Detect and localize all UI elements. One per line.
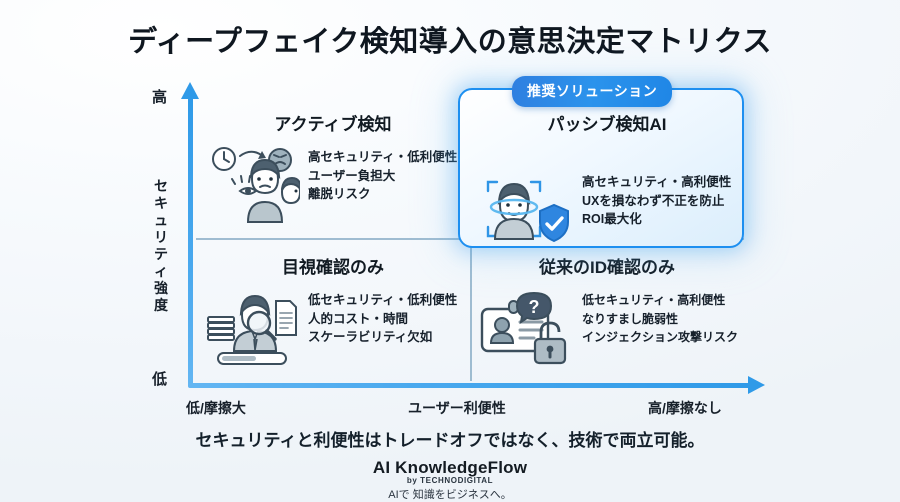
bullet-line: ユーザー負担大 — [308, 168, 396, 183]
x-axis-arrow-icon — [748, 376, 765, 394]
x-axis-line — [188, 383, 750, 388]
bullet-line: 低セキュリティ・低利便性 — [308, 293, 458, 307]
quadrant-bottom-right-bullets: 低セキュリティ・高利便性 なりすまし脆弱性 インジェクション攻撃リスク — [582, 287, 738, 347]
quadrant-top-left-body: 高セキュリティ・低利便性 ユーザー負担大 離脱リスク — [204, 144, 464, 224]
y-axis-low-label: 低 — [152, 371, 168, 388]
quadrant-bottom-right-title: 従来のID確認のみ — [539, 258, 675, 277]
brand-tagline: AIで 知識をビジネスへ。 — [388, 489, 512, 501]
recommended-badge: 推奨ソリューション — [512, 76, 673, 107]
x-axis-title: ユーザー利便性 — [408, 400, 506, 416]
bullet-line: 離脱リスク — [308, 187, 371, 201]
bullet-line: 高セキュリティ・低利便性 — [308, 150, 458, 164]
quadrant-top-right-body: 高セキュリティ・高利便性 UXを損なわず不正を防止 ROI最大化 — [478, 169, 752, 249]
quadrant-top-left-bullets: 高セキュリティ・低利便性 ユーザー負担大 離脱リスク — [308, 144, 457, 204]
frustrated-user-clock-icon — [204, 144, 303, 224]
brand-name: AI KnowledgeFlow — [372, 458, 528, 477]
y-axis-high-label: 高 — [152, 89, 168, 106]
svg-text:?: ? — [529, 297, 540, 317]
face-scan-shield-icon — [478, 169, 574, 249]
quadrant-bottom-left-bullets: 低セキュリティ・低利便性 人的コスト・時間 スケーラビリティ欠如 — [308, 287, 457, 347]
page-title: ディープフェイク検知導入の意思決定マトリクス — [128, 26, 772, 58]
brand-subtitle: by TECHNODIGITAL — [406, 476, 494, 485]
quadrant-top-left-title: アクティブ検知 — [274, 115, 392, 134]
x-axis-right-label: 高/摩擦なし — [648, 400, 722, 416]
bullet-line: なりすまし脆弱性 — [582, 311, 679, 326]
manual-review-magnifier-icon — [204, 287, 300, 367]
y-axis-arrow-icon — [181, 82, 199, 99]
y-axis-line — [188, 96, 193, 386]
quadrant-bottom-right[interactable]: 従来のID確認のみ ? — [470, 239, 744, 381]
quadrant-top-right-bullets: 高セキュリティ・高利便性 UXを損なわず不正を防止 ROI最大化 — [582, 169, 731, 229]
summary-tagline: セキュリティと利便性はトレードオフではなく、技術で両立可能。 — [195, 431, 705, 450]
bullet-line: インジェクション攻撃リスク — [582, 330, 739, 344]
bullet-line: UXを損なわず不正を防止 — [582, 193, 725, 208]
decision-matrix: アクティブ検知 — [196, 96, 744, 381]
bullet-line: スケーラビリティ欠如 — [308, 330, 433, 344]
bullet-line: ROI最大化 — [582, 212, 642, 226]
quadrant-bottom-left[interactable]: 目視確認のみ — [196, 239, 470, 381]
y-axis-title: セキュリティ強度 — [154, 178, 168, 313]
quadrant-top-right[interactable]: パッシブ検知AI — [470, 96, 744, 243]
x-axis-left-label: 低/摩擦大 — [186, 400, 246, 416]
bullet-line: 人的コスト・時間 — [308, 311, 409, 326]
quadrant-bottom-left-body: 低セキュリティ・低利便性 人的コスト・時間 スケーラビリティ欠如 — [204, 287, 464, 367]
quadrant-bottom-left-title: 目視確認のみ — [282, 258, 384, 277]
bullet-line: 高セキュリティ・高利便性 — [582, 175, 732, 189]
bullet-line: 低セキュリティ・高利便性 — [582, 293, 726, 307]
id-card-unlocked-icon: ? — [478, 287, 574, 367]
quadrant-top-right-title: パッシブ検知AI — [547, 115, 667, 134]
quadrant-top-left[interactable]: アクティブ検知 — [196, 96, 470, 238]
quadrant-bottom-right-body: ? 低セキュリティ・高利便性 なりすまし脆弱性 インジェクション攻撃リスク — [478, 287, 738, 367]
